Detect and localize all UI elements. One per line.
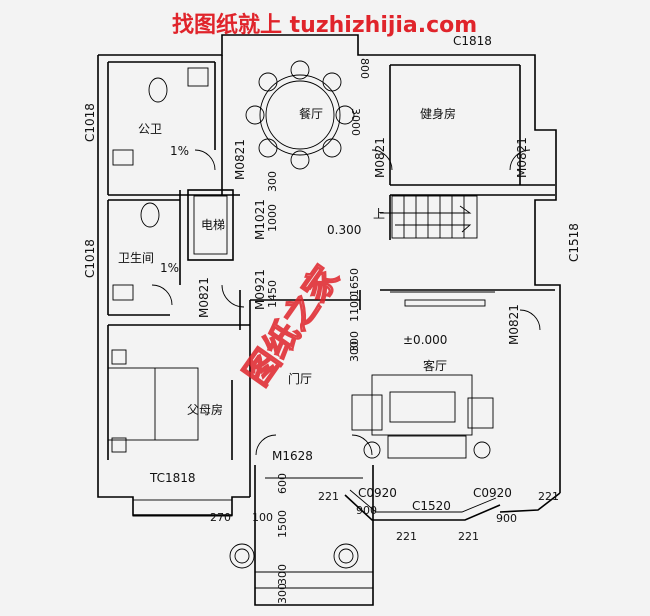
dim-270: 270 xyxy=(210,511,231,524)
parents-bed xyxy=(107,349,199,453)
label-living: 客厅 xyxy=(423,358,447,373)
window-c1818-top: C1818 xyxy=(453,34,492,48)
door-m0821-bath: M0821 xyxy=(233,139,247,180)
dim-3000: 3000 xyxy=(349,108,362,136)
door-m1021: M1021 xyxy=(253,199,267,240)
dim-300a: 300 xyxy=(266,171,279,192)
watermark-top: 找图纸就上 tuzhizhijia.com xyxy=(172,12,477,38)
window-c1518: C1518 xyxy=(567,223,581,262)
window-c1018-bottom: C1018 xyxy=(83,239,97,278)
dimension-labels: 800 3000 300 1000 1450 300 1650 1100 300… xyxy=(210,58,559,604)
dim-300b: 300 xyxy=(348,331,361,352)
door-m0821-gym-left: M0821 xyxy=(373,137,387,178)
dim-221a: 221 xyxy=(318,490,339,503)
label-parents: 父母房 xyxy=(187,402,223,417)
bath-fixtures xyxy=(112,67,209,301)
window-c0920-left: C0920 xyxy=(358,486,397,500)
dim-300c: 300 xyxy=(348,341,361,362)
window-c1018-top: C1018 xyxy=(83,103,97,142)
stair-up: 上 xyxy=(373,207,385,221)
dim-1000: 1000 xyxy=(266,204,279,232)
door-swings xyxy=(151,149,541,456)
dim-300e: 300 xyxy=(276,583,289,604)
label-public-bath: 公卫 xyxy=(138,122,162,136)
door-labels: M0821 M0821 M0821 M1021 M0921 M0821 M082… xyxy=(197,137,529,463)
bay-window xyxy=(344,489,501,521)
dim-1100: 1100 xyxy=(348,294,361,322)
dim-300d: 300 xyxy=(276,564,289,585)
label-foyer: 门厅 xyxy=(288,371,312,386)
window-c0920-right: C0920 xyxy=(473,486,512,500)
exterior-walls xyxy=(97,34,561,517)
dim-221d: 221 xyxy=(538,490,559,503)
dim-1650: 1650 xyxy=(348,268,361,296)
dim-100: 100 xyxy=(252,511,273,524)
label-gym: 健身房 xyxy=(420,106,456,121)
door-m0821-bathroom: M0821 xyxy=(197,277,211,318)
door-m0921: M0921 xyxy=(253,269,267,310)
window-labels: C1018 C1018 C1818 C1518 TC1818 C0920 C15… xyxy=(83,34,581,513)
dim-1500: 1500 xyxy=(276,510,289,538)
interior-walls xyxy=(107,55,555,497)
dim-1450: 1450 xyxy=(266,280,279,308)
door-m0821-living: M0821 xyxy=(507,304,521,345)
dim-221b: 221 xyxy=(396,530,417,543)
stair xyxy=(380,195,478,239)
level-living: ±0.000 xyxy=(403,333,447,347)
window-c1520: C1520 xyxy=(412,499,451,513)
entrance xyxy=(229,465,374,606)
window-tc1818: TC1818 xyxy=(149,471,196,485)
door-m1628: M1628 xyxy=(272,449,313,463)
dim-900b: 900 xyxy=(496,512,517,525)
slope-bathroom: 1% xyxy=(160,261,179,275)
level-stair-landing: 0.300 xyxy=(327,223,361,237)
label-elevator: 电梯 xyxy=(201,218,225,232)
sofa-group xyxy=(351,374,494,459)
dim-221c: 221 xyxy=(458,530,479,543)
dining-table xyxy=(245,60,355,170)
dim-600: 600 xyxy=(276,473,289,494)
label-dining: 餐厅 xyxy=(299,106,323,121)
label-bathroom: 卫生间 xyxy=(118,251,154,265)
door-m0821-gym-right: M0821 xyxy=(515,137,529,178)
slope-public-bath: 1% xyxy=(170,144,189,158)
dim-800: 800 xyxy=(358,58,371,79)
room-labels: 找图纸就上 tuzhizhijia.com 餐厅 健身房 公卫 1% 电梯 卫生… xyxy=(118,12,477,417)
dim-900a: 900 xyxy=(356,504,377,517)
